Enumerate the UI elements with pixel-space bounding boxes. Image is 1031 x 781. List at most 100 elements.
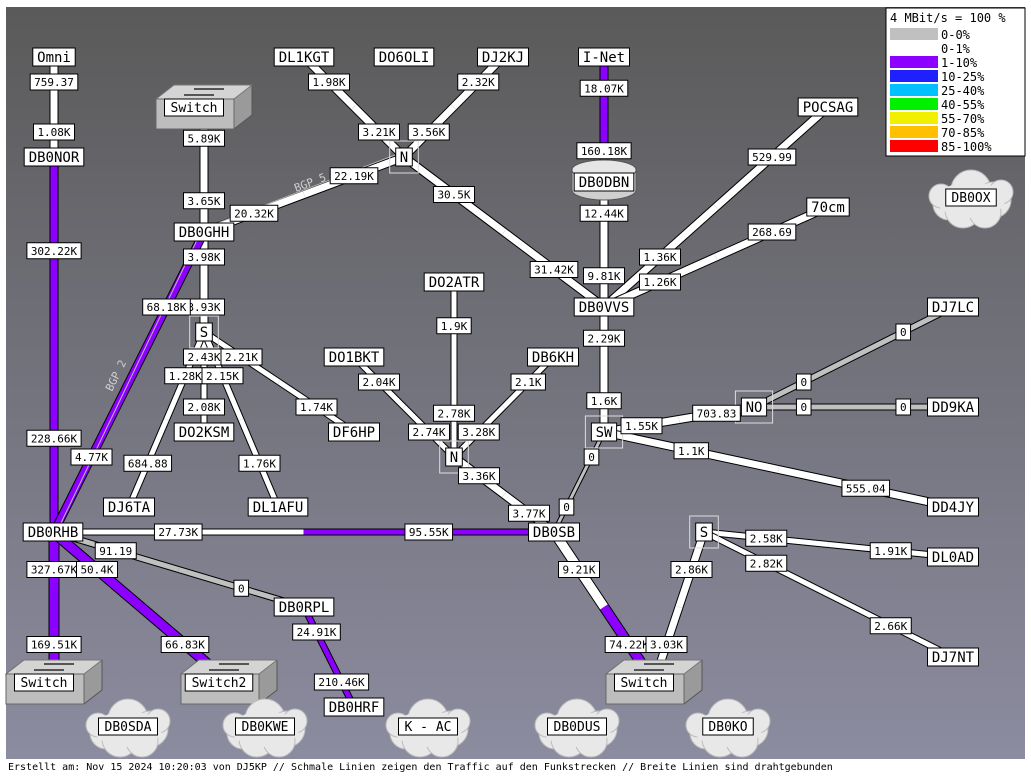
svg-text:1.55K: 1.55K (625, 420, 658, 433)
svg-text:0: 0 (238, 582, 245, 595)
legend-swatch (890, 126, 938, 138)
node-db0dbn: DB0DBN (573, 172, 635, 192)
svg-text:210.46K: 210.46K (318, 676, 365, 689)
traffic-label: 5.89K (183, 129, 225, 147)
traffic-label: 3.36K (458, 467, 500, 485)
cloud-label: DB0SDA (105, 720, 152, 735)
svg-text:4.77K: 4.77K (75, 451, 108, 464)
traffic-label: 0 (795, 373, 812, 391)
node-label: S (700, 525, 708, 541)
svg-text:68.18K: 68.18K (147, 301, 187, 314)
traffic-label: 3.77K (508, 504, 550, 522)
legend-label: 0-0% (941, 28, 971, 42)
node-dj6ta: DJ6TA (103, 497, 155, 517)
traffic-label: 555.04 (841, 479, 891, 497)
svg-text:2.04K: 2.04K (362, 376, 395, 389)
node-s70cm: 70cm (806, 197, 850, 217)
svg-text:2.74K: 2.74K (412, 426, 445, 439)
traffic-label: 0 (795, 398, 812, 416)
node-n2: N (439, 440, 469, 474)
legend-label: 85-100% (941, 140, 992, 154)
node-dl0ad: DL0AD (927, 547, 979, 567)
switch-icon: Switch (154, 84, 254, 130)
svg-text:50.4K: 50.4K (80, 564, 113, 577)
traffic-label: 759.37 (29, 73, 79, 91)
node-label: DB0RPL (279, 600, 330, 616)
svg-text:2.78K: 2.78K (437, 407, 470, 420)
svg-text:3.03K: 3.03K (650, 639, 683, 652)
svg-text:3.98K: 3.98K (187, 251, 220, 264)
svg-text:9.21K: 9.21K (562, 564, 595, 577)
svg-text:0: 0 (900, 401, 907, 414)
node-label: I-Net (583, 50, 625, 66)
svg-text:160.18K: 160.18K (581, 145, 628, 158)
traffic-label: 2.82K (745, 554, 788, 572)
svg-text:5.89K: 5.89K (187, 132, 220, 145)
traffic-label: 3.21K (358, 123, 400, 141)
node-label: DL1KGT (279, 50, 330, 66)
svg-text:1.74K: 1.74K (300, 401, 333, 414)
node-label: Omni (37, 50, 71, 66)
node-dd4jy: DD4JY (927, 497, 979, 517)
traffic-label: 0 (895, 323, 912, 341)
legend-label: 0-1% (941, 42, 971, 56)
svg-text:95.55K: 95.55K (409, 526, 449, 539)
node-label: DJ2KJ (482, 50, 524, 66)
node-db0ghh: DB0GHH (173, 222, 235, 242)
node-dj7lc: DJ7LC (927, 297, 979, 317)
svg-text:555.04: 555.04 (846, 482, 886, 495)
svg-text:1.28K: 1.28K (169, 370, 202, 383)
legend-swatch (890, 112, 938, 124)
traffic-label: 1.9K (436, 317, 472, 335)
svg-text:0: 0 (588, 451, 595, 464)
traffic-label: 50.4K (76, 561, 118, 578)
node-dl1afu: DL1AFU (247, 497, 309, 517)
traffic-label: 2.29K (583, 329, 625, 347)
cloud-label: DB0OX (951, 191, 990, 206)
node-do2ksm: DO2KSM (173, 422, 235, 442)
svg-text:3.65K: 3.65K (187, 195, 220, 208)
legend-swatch (890, 140, 938, 152)
node-label: DB0DBN (579, 175, 630, 191)
svg-text:1.26K: 1.26K (643, 276, 676, 289)
node-dl1kgt: DL1KGT (273, 47, 335, 67)
svg-text:30.5K: 30.5K (437, 189, 470, 202)
node-label: DB0NOR (29, 150, 80, 166)
legend-label: 70-85% (941, 126, 985, 140)
svg-text:1.08K: 1.08K (37, 126, 70, 139)
svg-text:31.42K: 31.42K (534, 264, 574, 277)
node-label: DD4JY (932, 500, 975, 516)
node-dj7nt: DJ7NT (927, 647, 979, 667)
legend-label: 10-25% (941, 70, 985, 84)
node-label: DL0AD (932, 550, 974, 566)
svg-text:268.69: 268.69 (752, 226, 792, 239)
switch-icon: Switch2 (179, 659, 279, 705)
node-label: SW (596, 425, 613, 441)
svg-text:12.44K: 12.44K (584, 207, 624, 220)
traffic-label: 1.55K (620, 417, 663, 435)
svg-text:759.37: 759.37 (34, 76, 74, 89)
node-label: DO1BKT (329, 350, 380, 366)
traffic-label: 2.08K (183, 398, 225, 416)
svg-text:0: 0 (800, 376, 807, 389)
node-label: DJ7NT (932, 650, 975, 666)
cloud-icon: DB0OX (928, 169, 1014, 229)
node-n1: N (389, 140, 419, 174)
switch-icon: Switch (604, 659, 704, 705)
traffic-label: 18.07K (579, 79, 629, 97)
cloud-label: DB0KO (708, 720, 747, 735)
traffic-label: 1.1K (673, 442, 709, 460)
cloud-icon: DB0DUS (534, 698, 620, 758)
svg-text:1.1K: 1.1K (678, 445, 705, 458)
traffic-label: 91.19 (94, 542, 137, 560)
svg-text:91.19: 91.19 (99, 545, 132, 558)
svg-text:1.36K: 1.36K (643, 251, 676, 264)
cloud-label: DB0DUS (554, 720, 601, 735)
node-dj2kj: DJ2KJ (477, 47, 529, 67)
traffic-label: 68.18K (142, 298, 191, 316)
switch-label: Switch2 (192, 676, 247, 691)
node-db0sb: DB0SB (528, 522, 580, 542)
svg-text:3.21K: 3.21K (362, 126, 395, 139)
traffic-label: 684.88 (123, 454, 173, 472)
